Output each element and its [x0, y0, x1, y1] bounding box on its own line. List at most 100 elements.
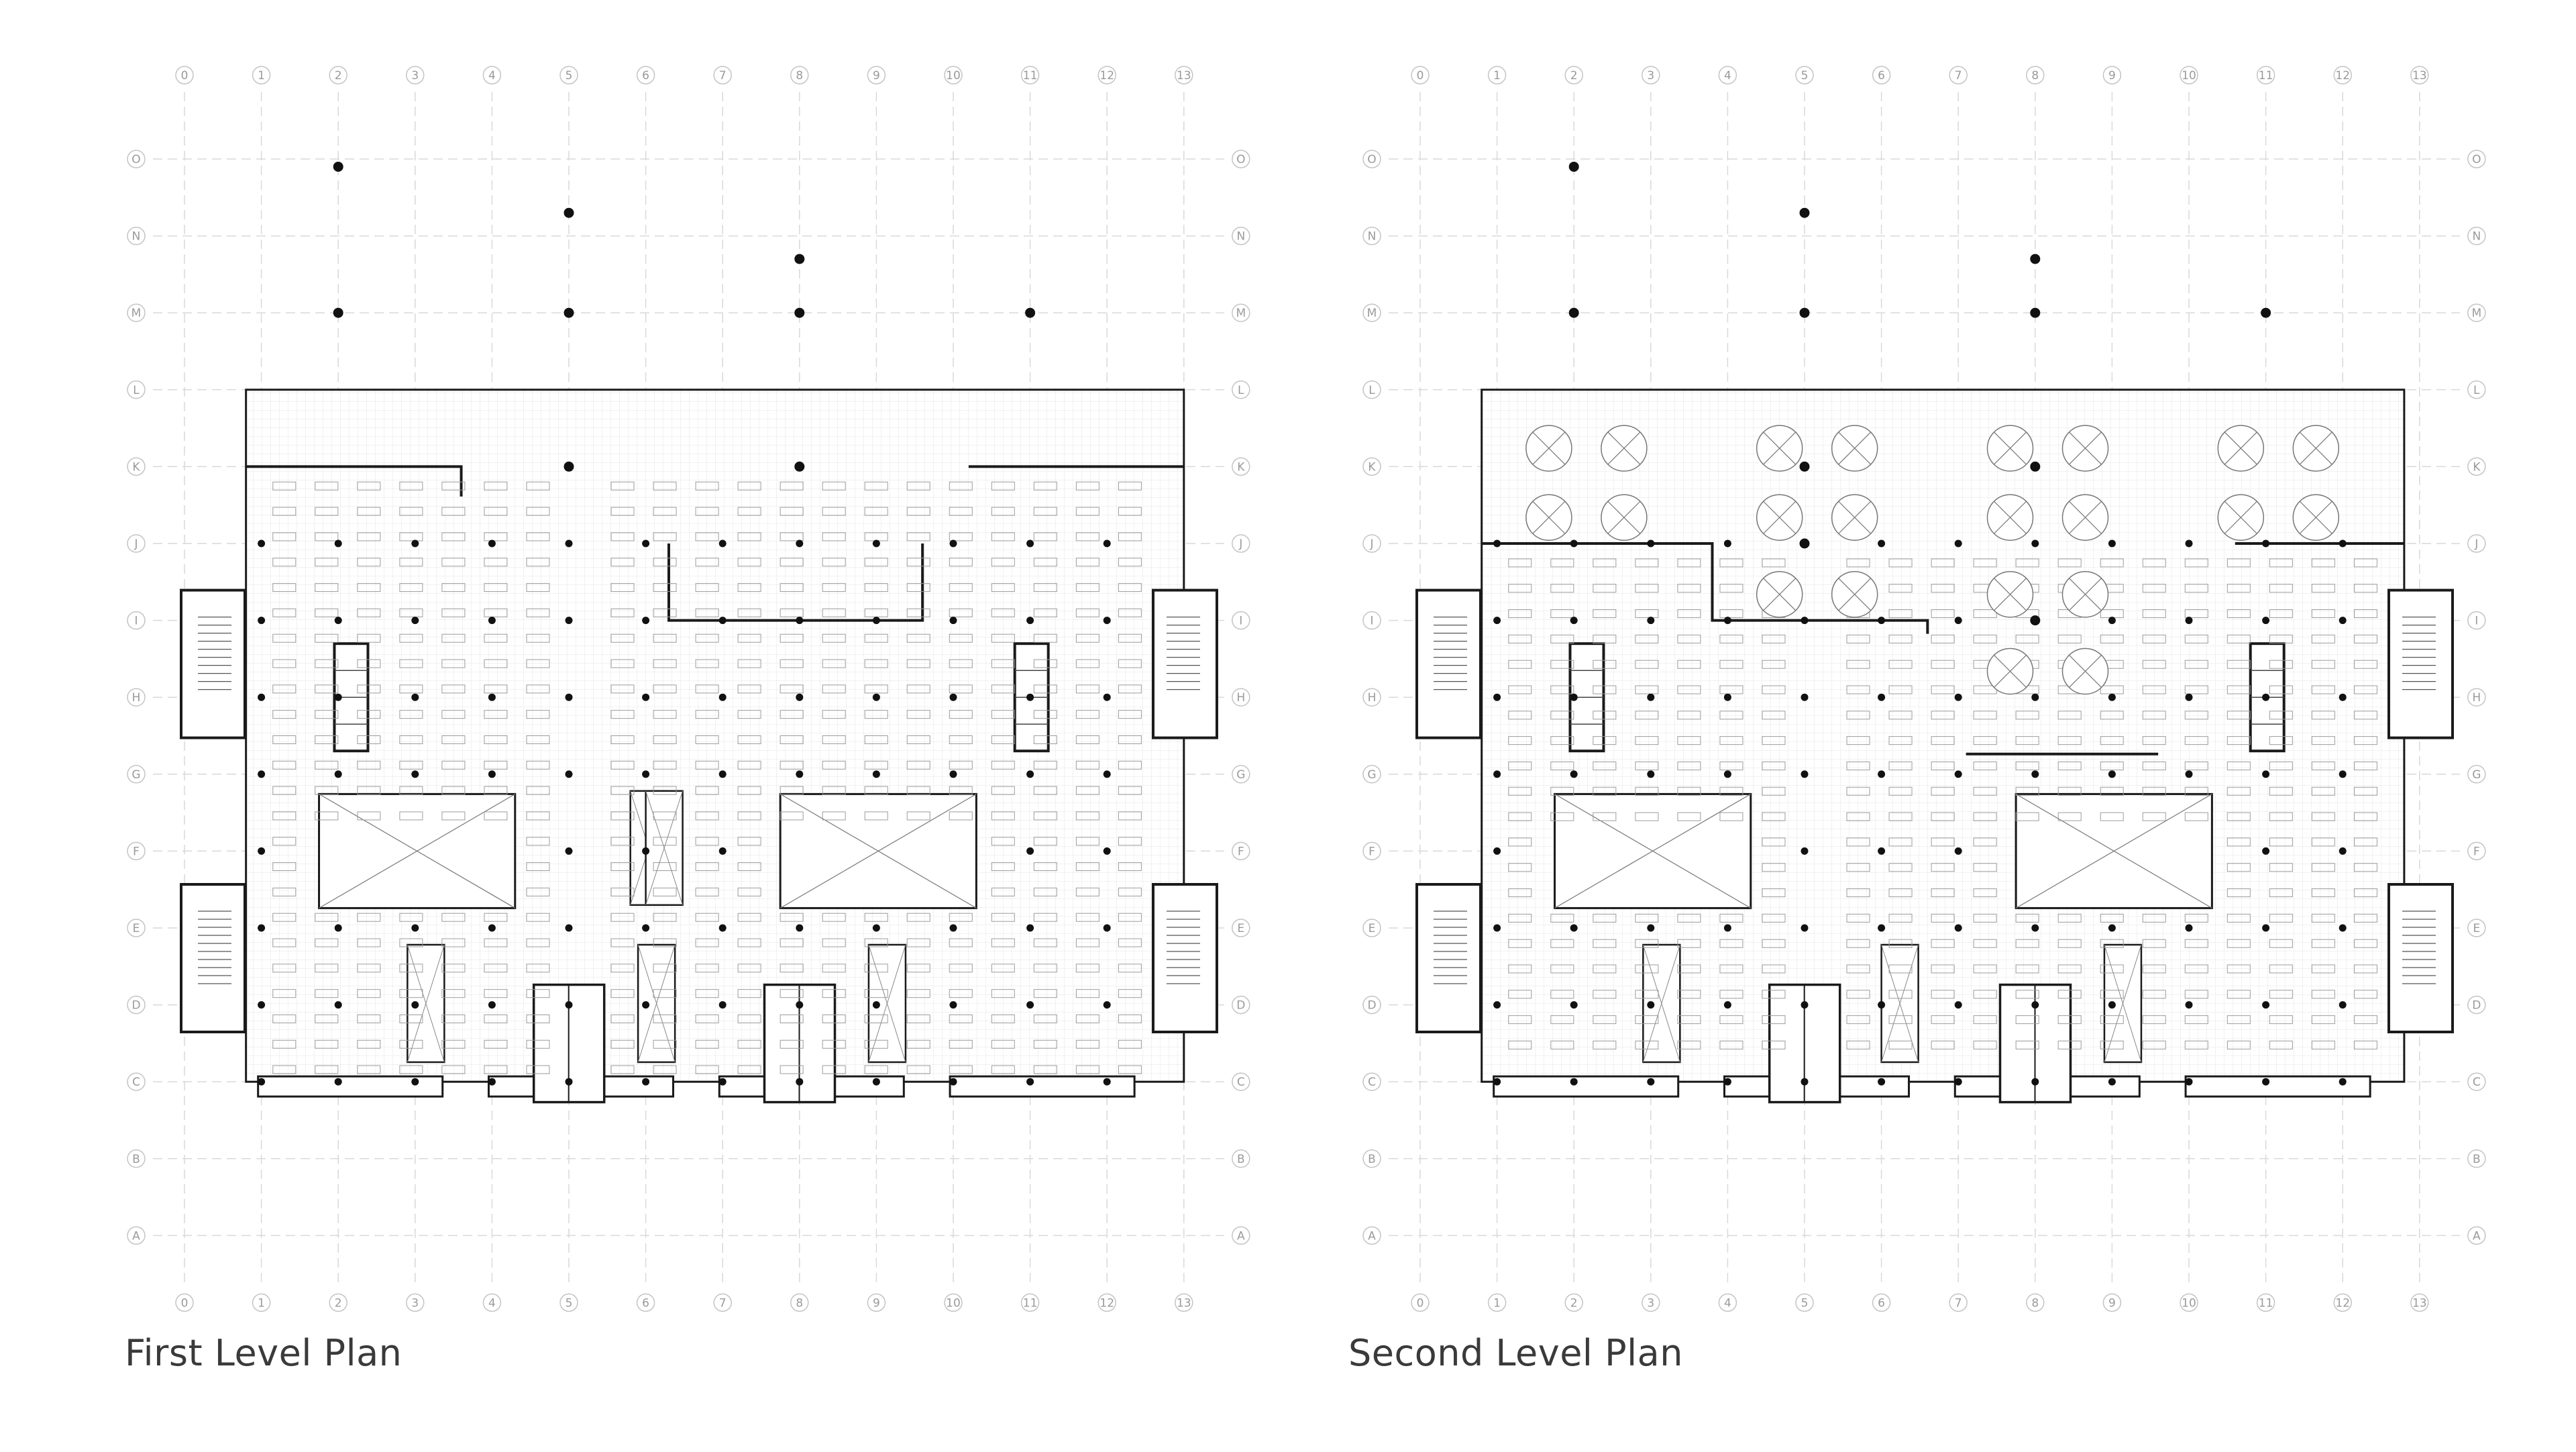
column-dot: [2185, 693, 2193, 701]
grid-bubble: [252, 66, 271, 85]
desk: [1677, 761, 1701, 770]
mechanical-cross: [1838, 578, 1872, 611]
desk: [1846, 736, 1870, 745]
column-dot: [2031, 1001, 2039, 1009]
desk: [1973, 888, 1997, 898]
desk: [2353, 660, 2377, 669]
desk: [2100, 990, 2124, 999]
desk: [1593, 685, 1617, 694]
row-marker-left: F: [127, 841, 146, 861]
desk: [1677, 939, 1701, 948]
desk: [1846, 863, 1870, 872]
desk: [695, 507, 719, 516]
grid-bubble: [1232, 688, 1250, 707]
desk: [1593, 584, 1617, 593]
desk: [272, 1039, 297, 1049]
desk: [441, 913, 466, 922]
desk: [1033, 760, 1057, 770]
desk: [2269, 990, 2293, 999]
column-marker-top: 9: [867, 66, 886, 85]
desk: [695, 989, 719, 998]
desk: [1593, 964, 1617, 974]
desk: [2269, 1040, 2293, 1049]
row-marker-right: J: [2467, 534, 2486, 553]
desk: [1762, 913, 1786, 923]
desk: [695, 608, 719, 617]
desk: [1118, 710, 1142, 719]
grid-bubble: [252, 1293, 271, 1312]
desk: [695, 913, 719, 922]
grid-bubble: [1232, 457, 1250, 476]
desk: [1593, 812, 1617, 821]
desk: [1931, 1040, 1955, 1049]
grid-bubble-label: 8: [2031, 69, 2039, 83]
desk: [610, 608, 635, 617]
column-marker-bottom: 13: [1175, 1293, 1193, 1312]
column-marker-bottom: 5: [559, 1293, 578, 1312]
grid-bubble: [127, 1072, 146, 1091]
desk: [695, 938, 719, 947]
desk: [315, 938, 339, 947]
column-dot: [411, 1078, 419, 1086]
bay-edge: [949, 1075, 1136, 1098]
desk: [864, 735, 888, 744]
desk: [272, 811, 297, 821]
void-openings: [407, 790, 907, 1064]
column-dot: [488, 924, 496, 932]
desk: [653, 887, 677, 896]
desk: [864, 558, 888, 567]
desk: [1762, 761, 1786, 770]
desk: [1550, 990, 1574, 999]
desk: [526, 481, 550, 490]
desk: [1593, 711, 1617, 720]
column-dot: [488, 617, 496, 625]
desk: [315, 507, 339, 516]
column-dot: [334, 1078, 342, 1086]
grid-bubble: [1232, 919, 1250, 937]
atria: [1554, 792, 2213, 909]
mechanical-cross: [1532, 501, 1566, 534]
desk: [1033, 913, 1057, 922]
desk: [1931, 609, 1955, 619]
desk: [1118, 938, 1142, 947]
desk: [1846, 634, 1870, 643]
desk: [991, 659, 1015, 668]
grid-bubble: [329, 66, 347, 85]
desk: [1508, 888, 1532, 898]
desk: [1075, 608, 1099, 617]
column-marker-bottom: 9: [867, 1293, 886, 1312]
desk: [1118, 481, 1142, 490]
desk: [1973, 863, 1997, 872]
desk: [1888, 837, 1913, 847]
desk: [272, 862, 297, 872]
grid-bubble-label: C: [2473, 1076, 2481, 1089]
desk: [822, 786, 846, 795]
desk: [357, 659, 381, 668]
desk: [653, 710, 677, 719]
column-dot: [1954, 770, 1962, 778]
desk: [1719, 1040, 1743, 1049]
column-dot: [1878, 770, 1886, 778]
desk: [1033, 583, 1057, 592]
desk: [1075, 964, 1099, 973]
row-marker-left: M: [1362, 303, 1381, 322]
column-dot: [2108, 924, 2116, 932]
desk: [2353, 888, 2377, 898]
column-marker-bottom: 7: [1949, 1293, 1968, 1312]
desk: [1635, 913, 1659, 923]
desk: [399, 583, 423, 592]
desk: [526, 633, 550, 643]
desk: [949, 989, 973, 998]
desk: [1075, 710, 1099, 719]
desk: [357, 583, 381, 592]
column-dot: [2339, 617, 2347, 625]
row-marker-left: G: [1362, 765, 1381, 784]
desk: [737, 811, 761, 821]
column-dot: [2339, 770, 2347, 778]
plan-title-second-level: Second Level Plan: [1348, 1332, 1683, 1374]
column-dot: [1801, 617, 1809, 625]
desk: [1931, 888, 1955, 898]
grid-bubble: [1232, 841, 1250, 861]
desk: [906, 913, 930, 922]
